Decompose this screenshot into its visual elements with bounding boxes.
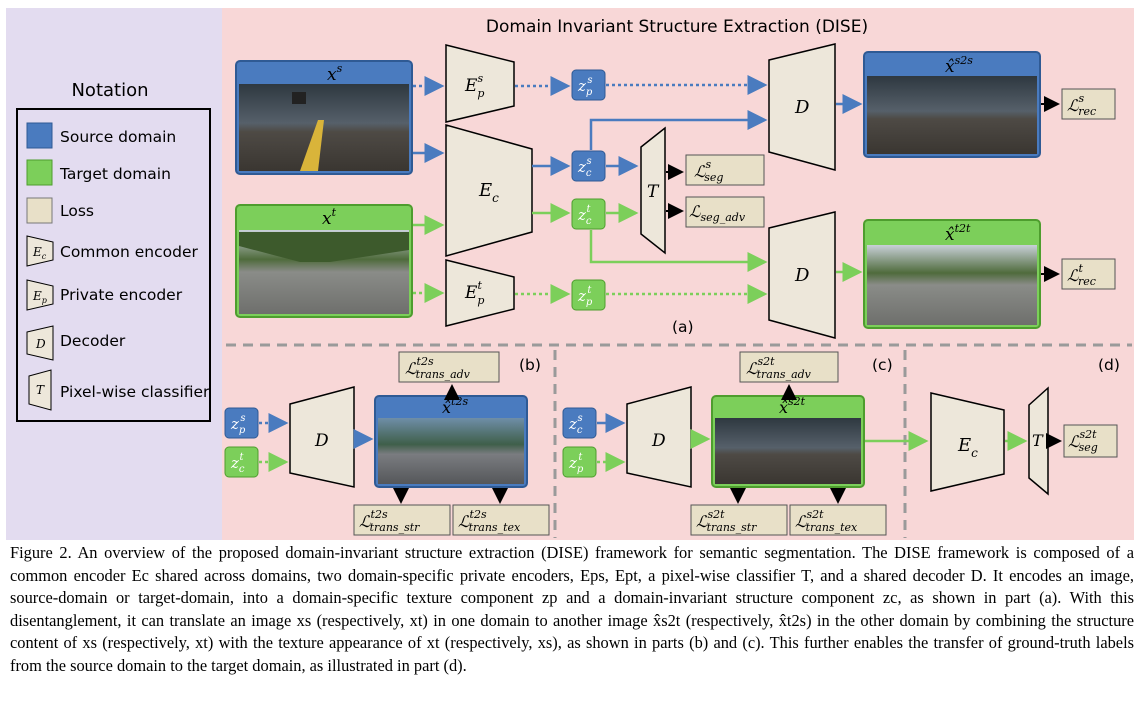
z-c-target-b: zct	[224, 446, 259, 478]
z-c-source: zcs	[571, 150, 606, 182]
z-c-source-c: zcs	[562, 407, 597, 439]
svg-text:zpt: zpt	[568, 452, 584, 475]
legend-pixel-classifier: Pixel-wise classifier	[60, 383, 210, 401]
svg-text:T: T	[36, 383, 45, 397]
svg-text:x̂t2t: x̂t2t	[945, 222, 971, 245]
arrows-part-b	[259, 384, 508, 504]
target-image-xt: xt	[235, 204, 413, 318]
diagram-title: Domain Invariant Structure Extraction (D…	[486, 17, 868, 37]
decoder-icon: D	[26, 325, 54, 361]
loss-swatch	[26, 197, 53, 224]
decoder-source: D	[768, 43, 836, 171]
translated-image-t2s: x̂t2s	[374, 395, 528, 488]
part-c-label: (c)	[872, 356, 893, 374]
svg-text:D: D	[314, 431, 329, 451]
svg-text:ℒseg_adv: ℒseg_adv	[689, 202, 746, 224]
reconstructed-image-s2s: x̂s2s	[863, 51, 1041, 158]
svg-text:xt: xt	[322, 206, 337, 229]
z-c-target: zct	[571, 198, 606, 230]
z-p-source-b: zps	[224, 407, 259, 439]
svg-text:zps: zps	[230, 413, 246, 436]
legend-decoder: Decoder	[60, 332, 126, 350]
legend-private-encoder: Private encoder	[60, 286, 183, 304]
part-dividers	[226, 343, 1132, 538]
svg-text:D: D	[35, 337, 46, 351]
legend-target-domain: Target domain	[59, 165, 171, 183]
svg-text:T: T	[1032, 431, 1044, 450]
svg-text:D: D	[794, 265, 810, 286]
private-encoder-target: Ept	[445, 259, 515, 327]
svg-text:xs: xs	[327, 62, 343, 85]
decoder-c: D	[626, 386, 692, 488]
source-image-xs: xs	[235, 60, 413, 175]
pixel-classifier-a: T	[640, 126, 666, 255]
part-d-label: (d)	[1098, 356, 1120, 374]
legend-loss: Loss	[60, 202, 94, 220]
translated-image-s2t: x̂s2t	[711, 395, 865, 488]
decoder-b: D	[289, 386, 355, 488]
target-domain-swatch	[26, 159, 53, 186]
svg-text:zps: zps	[577, 75, 593, 98]
loss-seg-adv: ℒseg_adv	[685, 196, 765, 228]
private-encoder-source: Eps	[445, 44, 515, 123]
z-p-source: zps	[571, 69, 606, 101]
svg-text:x̂s2s: x̂s2s	[945, 54, 973, 77]
part-a-label: (a)	[672, 318, 694, 336]
svg-text:zpt: zpt	[577, 285, 593, 308]
reconstructed-image-t2t: x̂t2t	[863, 219, 1041, 329]
source-domain-swatch	[26, 122, 53, 149]
legend-common-encoder: Common encoder	[60, 243, 198, 261]
svg-text:zct: zct	[577, 204, 592, 227]
figure-caption: Figure 2. An overview of the proposed do…	[10, 543, 1134, 675]
svg-text:Ept: Ept	[464, 279, 484, 307]
svg-text:zcs: zcs	[568, 413, 583, 436]
common-encoder-icon: Ec	[26, 235, 54, 267]
arrows-part-a	[413, 75, 1060, 304]
svg-text:zcs: zcs	[577, 156, 592, 179]
z-p-target: zpt	[571, 279, 606, 311]
legend-source-domain: Source domain	[60, 128, 176, 146]
notation-panel-bg	[6, 8, 222, 540]
svg-text:D: D	[794, 97, 810, 118]
common-encoder: Ec	[445, 124, 533, 257]
notation-heading: Notation	[71, 80, 148, 101]
part-b-label: (b)	[519, 356, 541, 374]
pixel-classifier-d: T	[1028, 386, 1049, 496]
svg-text:zct: zct	[230, 452, 245, 475]
decoder-target: D	[768, 211, 836, 339]
z-p-target-c: zpt	[562, 446, 597, 478]
common-encoder-d: Ec	[930, 392, 1005, 492]
svg-text:Eps: Eps	[464, 72, 484, 100]
classifier-icon: T	[28, 369, 52, 411]
dise-diagram: Domain Invariant Structure Extraction (D…	[6, 8, 1134, 540]
private-encoder-icon: Ep	[26, 279, 54, 311]
notation-legend-box	[16, 108, 211, 422]
arrows-part-c	[597, 384, 929, 504]
svg-text:T: T	[647, 182, 660, 202]
svg-text:D: D	[651, 431, 666, 451]
